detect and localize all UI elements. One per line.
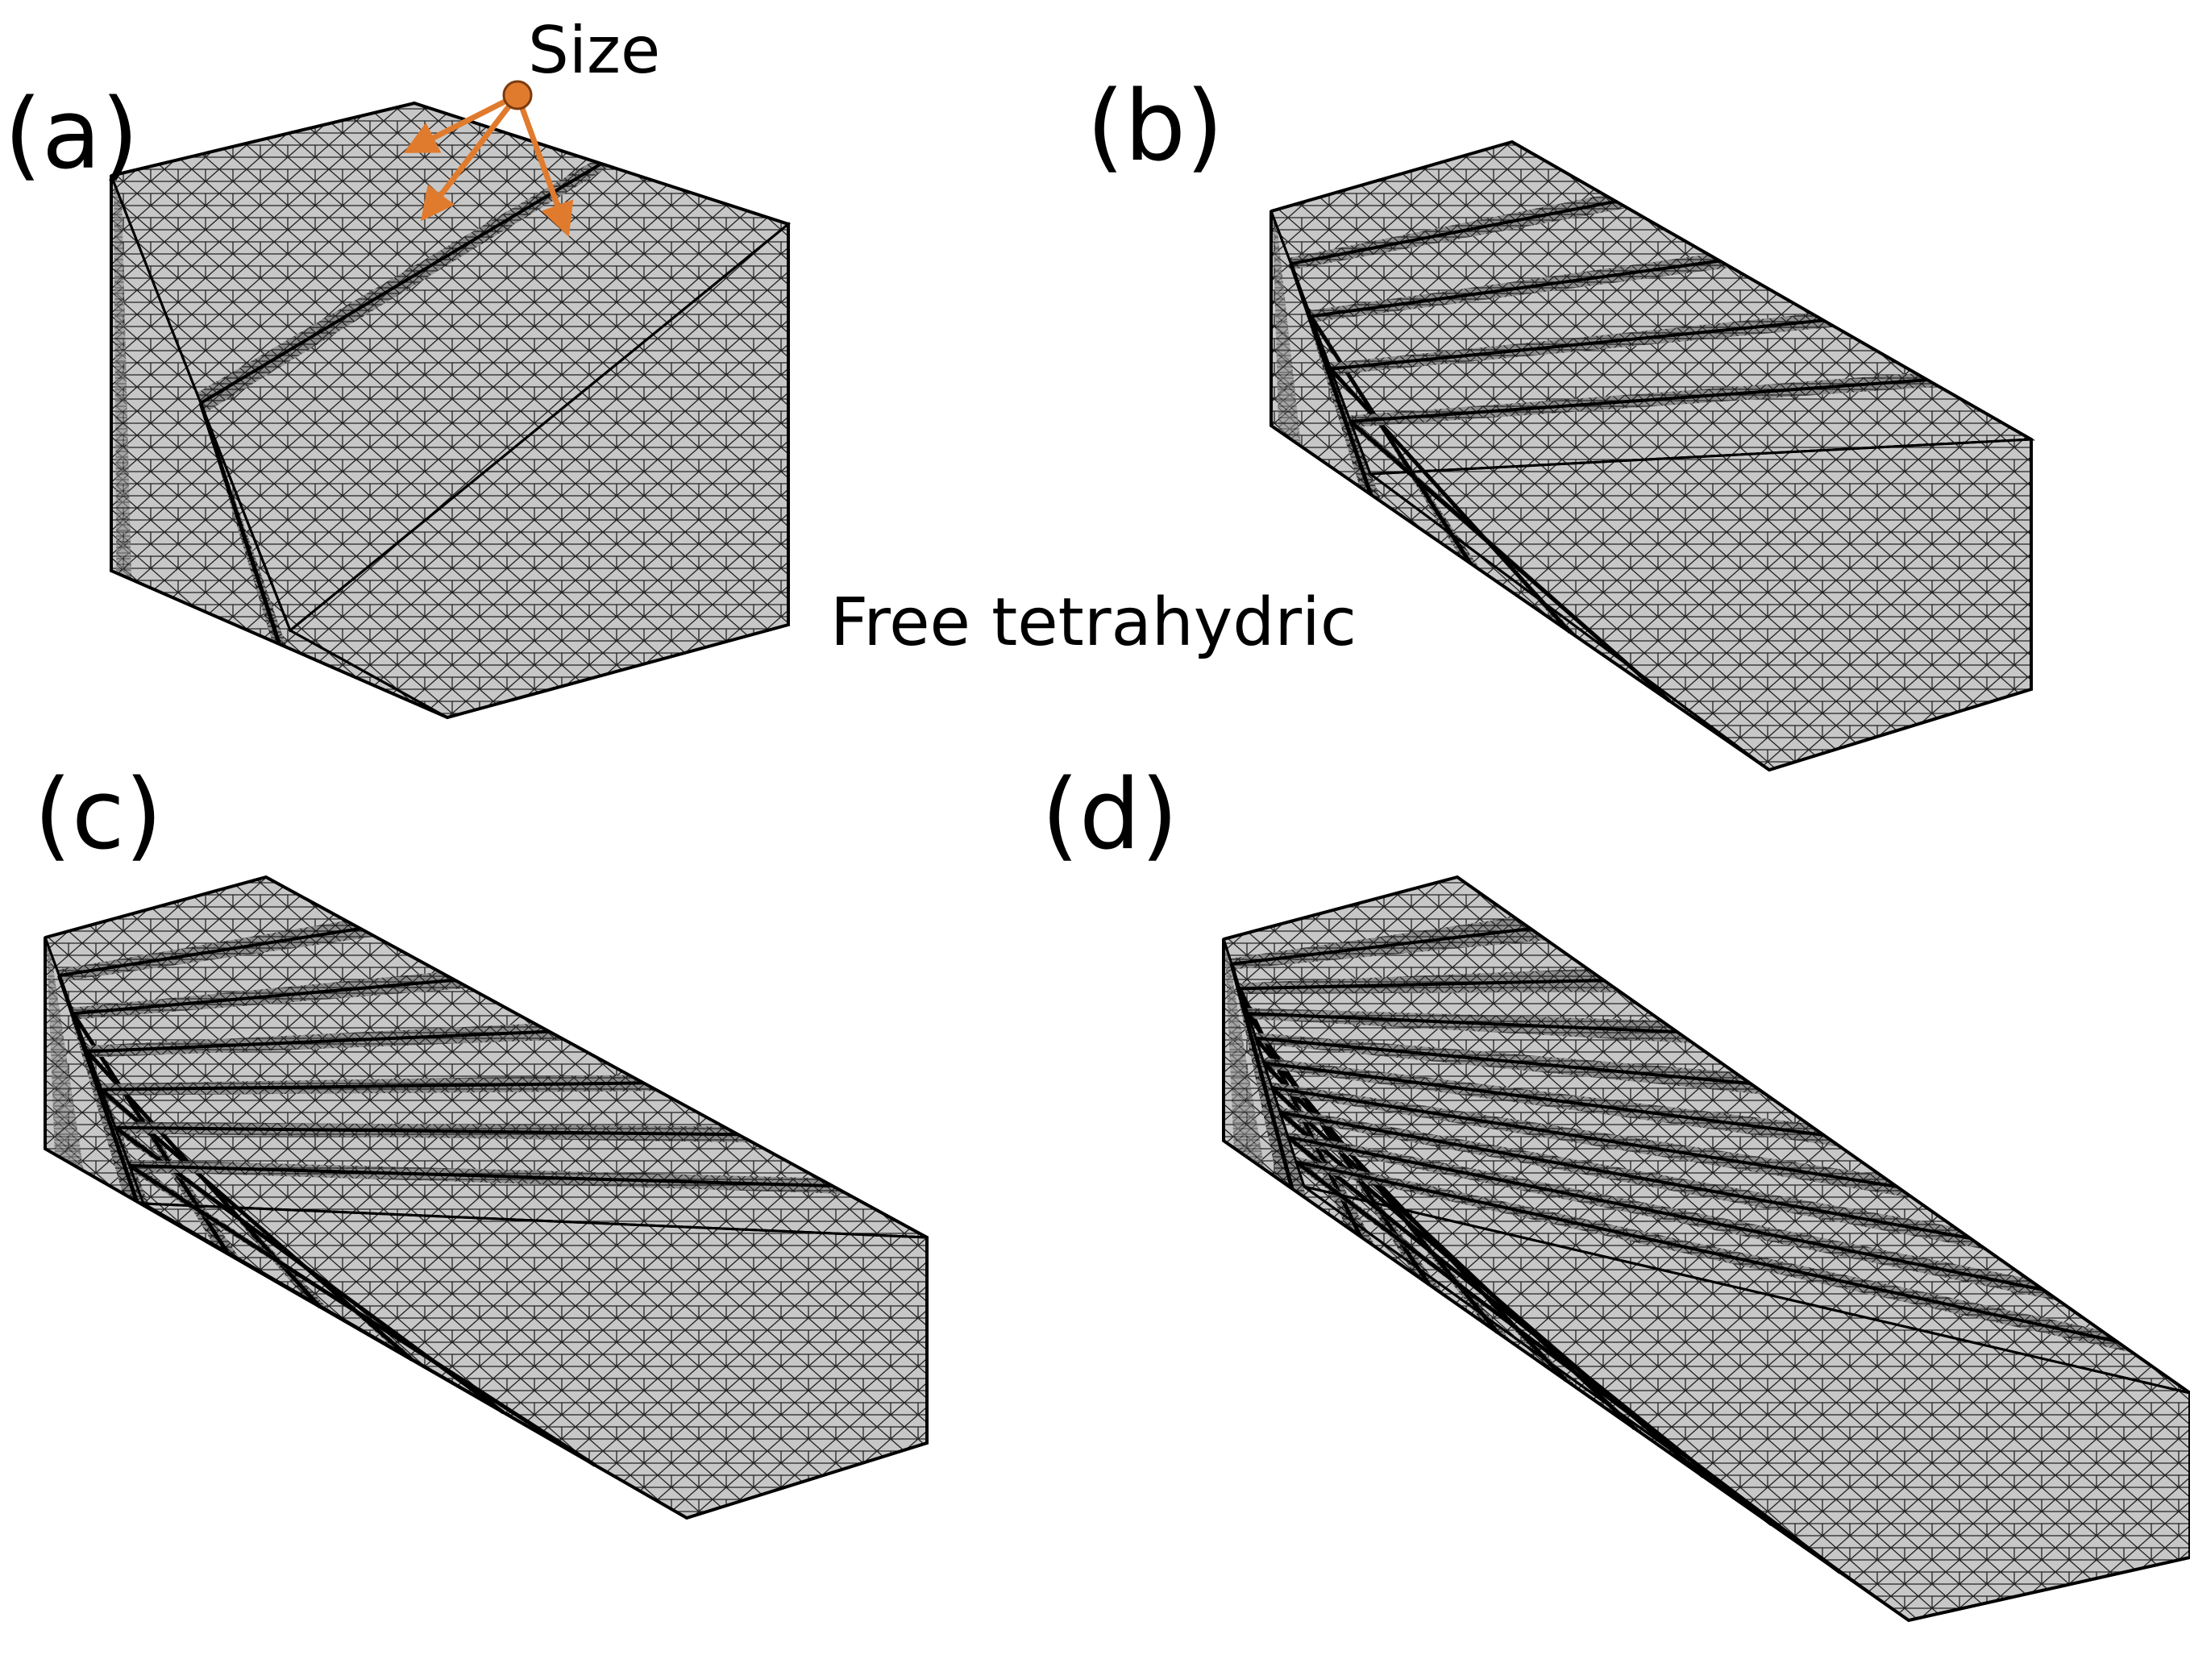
dense-band-start (114, 182, 132, 580)
panel-d-label: (d) (1041, 759, 1178, 871)
segment-edge-front (128, 1163, 596, 1467)
segment-edge-top (1350, 378, 1928, 423)
segment-edge-top (1255, 1036, 1751, 1085)
box-outline (110, 101, 790, 720)
size-arrow-3 (514, 94, 574, 237)
segment-edge-top (1247, 1012, 1677, 1033)
segment-edge-front (1229, 963, 1294, 1190)
segment-edge-top (1290, 199, 1617, 266)
segment-edge-front (1348, 419, 1672, 703)
segment-edge-top (59, 926, 361, 978)
size-origin-dot (502, 80, 533, 110)
segment-edge-top (101, 1081, 644, 1092)
segment-edge-top (129, 1163, 833, 1188)
size-arrow-2 (420, 93, 520, 222)
box-ridge-front (1369, 472, 1770, 771)
dense-band-top (1278, 1107, 1987, 1250)
box-outline (1270, 139, 2033, 772)
segment-edge-front (198, 402, 281, 645)
dense-band-start (46, 941, 84, 1171)
panel-a-mesh (109, 101, 792, 720)
size-arrow-1 (403, 92, 519, 153)
segment-edge-front (1328, 367, 1572, 634)
panel-d-mesh (1222, 875, 2190, 1623)
panel-c-label: (c) (34, 759, 163, 871)
panel-a-label: (a) (4, 79, 139, 191)
segment-edge-top (1279, 1110, 1971, 1240)
dense-band-start (1224, 942, 1265, 1170)
size-label: Size (528, 13, 660, 88)
mesh-caption: Free tetrahydric (830, 584, 1357, 661)
box-ridge-front (143, 1202, 688, 1520)
panel-b-mesh (1270, 139, 2036, 772)
panel-c-mesh (44, 875, 929, 1520)
segment-edge-top (199, 162, 603, 405)
dense-band-start (1272, 214, 1302, 447)
size-annotation: Size (403, 13, 660, 237)
segment-edge-top (1310, 259, 1720, 318)
segment-edge-front (1309, 315, 1473, 565)
panel-b-label: (b) (1087, 71, 1224, 183)
segment-edge-top (1330, 318, 1824, 371)
segment-edge-top (73, 978, 455, 1016)
segment-edge-front (1294, 1160, 1842, 1574)
segment-edge-top (1263, 1061, 1824, 1137)
box-ridge-front (1303, 1185, 1909, 1622)
segment-edge-top (1271, 1086, 1897, 1188)
box-ridge-front (289, 629, 448, 719)
dense-band-top (197, 160, 610, 414)
segment-edge-top (1239, 979, 1604, 991)
segment-edge-top (1231, 927, 1531, 966)
segment-edge-top (87, 1029, 550, 1054)
box-outline (44, 875, 929, 1520)
segment-edge-top (1295, 1160, 2117, 1343)
dense-band-top (1270, 1082, 1914, 1199)
segment-edge-top (115, 1125, 738, 1137)
box-outline (1222, 875, 2190, 1623)
segment-edge-top (1287, 1135, 2044, 1291)
